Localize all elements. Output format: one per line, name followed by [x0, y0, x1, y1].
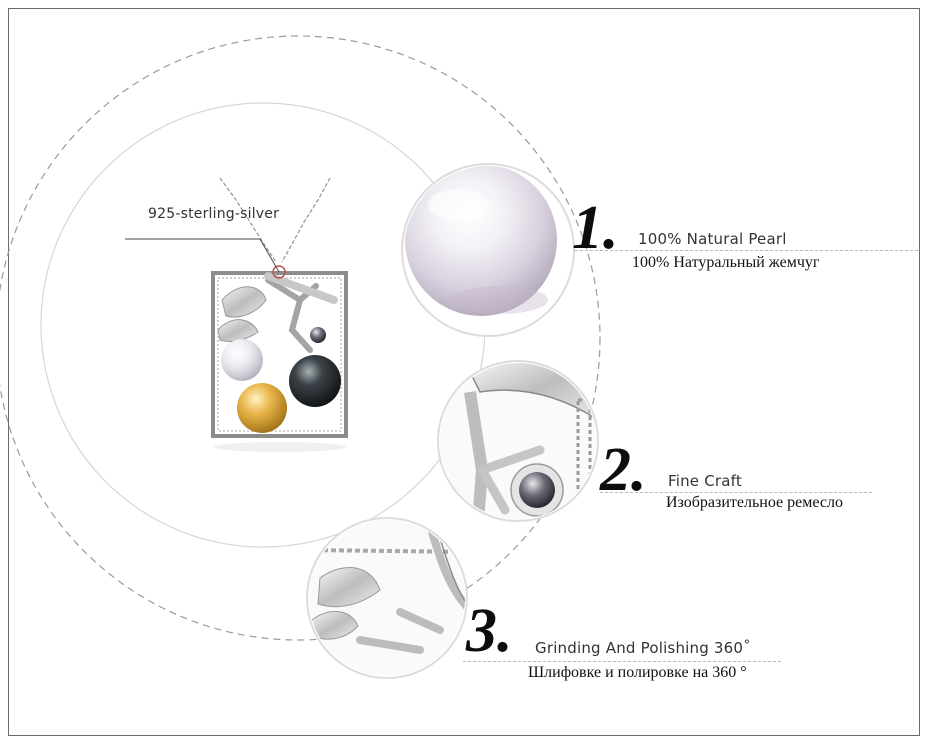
- detail-circle-polish: [306, 517, 468, 679]
- detail-circle-pearl: [401, 163, 575, 337]
- feature-1-number: 1.: [572, 194, 619, 262]
- dashed-orbit-circle: [0, 35, 601, 641]
- inner-circle: [40, 102, 486, 548]
- feature-2-title-ru: Изобразительное ремесло: [666, 494, 843, 511]
- feature-2-number: 2.: [600, 436, 647, 504]
- feature-2-title-en: Fine Craft: [668, 472, 742, 490]
- material-label: 925-sterling-silver: [148, 206, 280, 222]
- detail-circle-craft: [437, 360, 599, 522]
- outer-frame: [8, 8, 920, 736]
- feature-1-divider: [575, 250, 918, 251]
- pendant: [211, 265, 348, 452]
- feature-3-divider: [463, 661, 781, 662]
- feature-3-title-en: Grinding And Polishing 360˚: [535, 639, 751, 657]
- feature-3-title-ru: Шлифовке и полировке на 360 °: [528, 664, 747, 681]
- feature-2-divider: [600, 492, 872, 493]
- feature-1-title-en: 100% Natural Pearl: [638, 230, 787, 248]
- necklace-chain: [219, 177, 331, 263]
- material-leader-line: [125, 238, 280, 273]
- feature-3-number: 3.: [466, 597, 513, 665]
- feature-1-title-ru: 100% Натуральный жемчуг: [632, 254, 820, 271]
